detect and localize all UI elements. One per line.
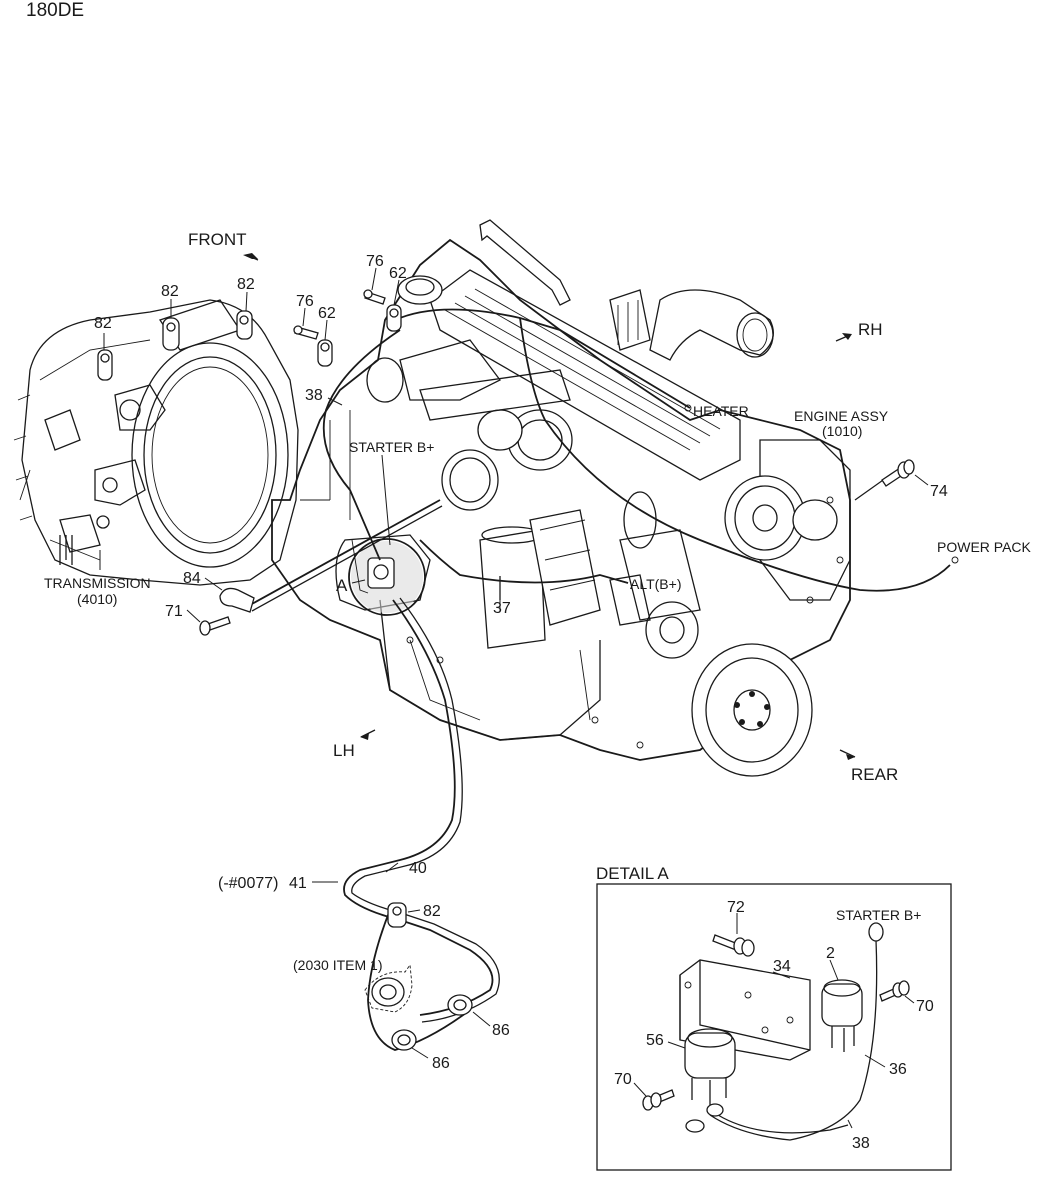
callout-62: 62 <box>389 265 407 282</box>
bolt-76-middle <box>293 325 319 340</box>
lh-direction-label: LH <box>333 741 355 760</box>
transmission-code-label: (4010) <box>77 591 117 607</box>
bracket-2030 <box>364 963 413 1013</box>
clamp-62-top <box>386 304 402 332</box>
power-pack-label: POWER PACK <box>937 539 1032 555</box>
detail-a-letter: A <box>336 576 348 595</box>
detail-callout-70: 70 <box>614 1071 632 1088</box>
callout-82: 82 <box>423 903 441 920</box>
detail-callout-34: 34 <box>773 958 791 975</box>
rear-direction-label: REAR <box>851 765 898 784</box>
detail-callout-38: 38 <box>852 1135 870 1152</box>
page-title: 180DE <box>26 0 84 21</box>
heater-label: HEATER <box>693 403 749 419</box>
serial-prefix-label: (-#0077) <box>218 875 278 892</box>
callout-84: 84 <box>183 570 201 587</box>
callout-82: 82 <box>237 276 255 293</box>
bolt-76-top <box>363 289 386 305</box>
transmission-label: TRANSMISSION <box>44 575 151 591</box>
clamp-82-middle <box>162 317 180 351</box>
engine-assy-code-label: (1010) <box>822 423 862 439</box>
alt-b-label: ALT(B+) <box>630 576 681 592</box>
callout-86: 86 <box>432 1055 450 1072</box>
callout-82: 82 <box>161 283 179 300</box>
callout-76: 76 <box>366 253 384 270</box>
detail-a-frame <box>596 883 952 1171</box>
detail-a-marker <box>348 538 426 616</box>
front-arrow-icon <box>243 253 259 261</box>
callout-74: 74 <box>930 483 948 500</box>
clamp-62-middle <box>317 339 333 367</box>
engine-assy-label: ENGINE ASSY <box>794 408 889 424</box>
callout-41: 41 <box>289 875 307 892</box>
ref-2030-label: (2030 ITEM 1) <box>293 957 382 973</box>
bolt-74 <box>881 459 915 487</box>
rh-arrow-icon <box>835 333 852 342</box>
bracket-84 <box>219 587 255 613</box>
callout-62: 62 <box>318 305 336 322</box>
detail-a-title: DETAIL A <box>596 864 669 883</box>
grommet-86-left <box>391 1029 417 1051</box>
detail-callout-72: 72 <box>727 899 745 916</box>
callout-82: 82 <box>94 315 112 332</box>
callout-40: 40 <box>409 860 427 877</box>
detail-callout-2: 2 <box>826 945 835 962</box>
rear-arrow-icon <box>839 749 856 760</box>
grommet-86-right <box>447 994 473 1016</box>
starter-b-label: STARTER B+ <box>349 439 434 455</box>
clamp-82-right <box>236 310 253 340</box>
detail-callout-36: 36 <box>889 1061 907 1078</box>
detail-starter-b-label: STARTER B+ <box>836 907 921 923</box>
clamp-82-left <box>97 349 113 381</box>
front-direction-label: FRONT <box>188 230 247 249</box>
rh-direction-label: RH <box>858 320 883 339</box>
callout-76: 76 <box>296 293 314 310</box>
detail-callout-70: 70 <box>916 998 934 1015</box>
callout-38: 38 <box>305 387 323 404</box>
engine-drawing <box>271 219 851 777</box>
transmission-drawing <box>13 299 299 586</box>
detail-callout-56: 56 <box>646 1032 664 1049</box>
bolt-71 <box>199 616 231 636</box>
callout-86: 86 <box>492 1022 510 1039</box>
detail-a-panel: DETAIL A <box>596 864 952 1171</box>
callout-71: 71 <box>165 603 183 620</box>
clamp-82-cable <box>387 902 407 928</box>
lh-arrow-icon <box>360 729 376 740</box>
callout-37: 37 <box>493 600 511 617</box>
